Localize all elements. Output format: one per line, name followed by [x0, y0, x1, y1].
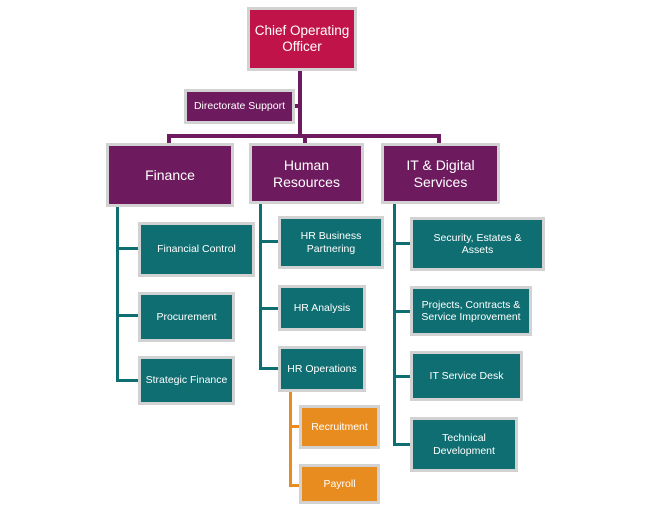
technical-development-box: Technical Development [410, 417, 518, 472]
procurement-box: Procurement [138, 292, 235, 342]
strategic-finance-box: Strategic Finance [138, 356, 235, 405]
chief-operating-officer-box: Chief Operating Officer [247, 7, 357, 71]
finance-box: Finance [106, 143, 234, 207]
human-resources-box: Human Resources [249, 143, 364, 204]
connector-finance-spine [116, 205, 119, 382]
connector-technical-development [393, 443, 412, 446]
payroll-box: Payroll [299, 464, 380, 504]
connector-hr-analysis [259, 307, 280, 310]
connector-projects-contracts [393, 310, 412, 313]
hr-business-partnering-box: HR Business Partnering [278, 216, 384, 269]
it-service-desk-box: IT Service Desk [410, 351, 523, 401]
recruitment-box: Recruitment [299, 405, 380, 449]
connector-hr-operations [259, 367, 280, 370]
connector-hr-spine [259, 202, 262, 370]
hr-analysis-box: HR Analysis [278, 285, 366, 331]
connector-strategic-finance [116, 379, 140, 382]
connector-it-service-desk [393, 375, 412, 378]
connector-root-down [298, 70, 302, 136]
connector-payroll [289, 484, 301, 487]
connector-it-drop [437, 134, 441, 146]
connector-hr-drop [303, 134, 307, 146]
directorate-support-box: Directorate Support [184, 89, 295, 124]
projects-contracts-service-improvement-box: Projects, Contracts & Service Improvemen… [410, 286, 532, 336]
financial-control-box: Financial Control [138, 222, 255, 277]
connector-it-spine [393, 202, 396, 446]
connector-recruitment [289, 425, 301, 428]
it-digital-services-box: IT & Digital Services [381, 143, 500, 204]
connector-security-estates [393, 242, 412, 245]
connector-hr-business-partnering [259, 240, 280, 243]
hr-operations-box: HR Operations [278, 346, 366, 392]
connector-financial-control [116, 247, 140, 250]
connector-hr-operations-spine [289, 390, 292, 487]
connector-procurement [116, 314, 140, 317]
connector-finance-drop [167, 134, 171, 146]
security-estates-assets-box: Security, Estates & Assets [410, 217, 545, 271]
connector-support [292, 104, 300, 108]
